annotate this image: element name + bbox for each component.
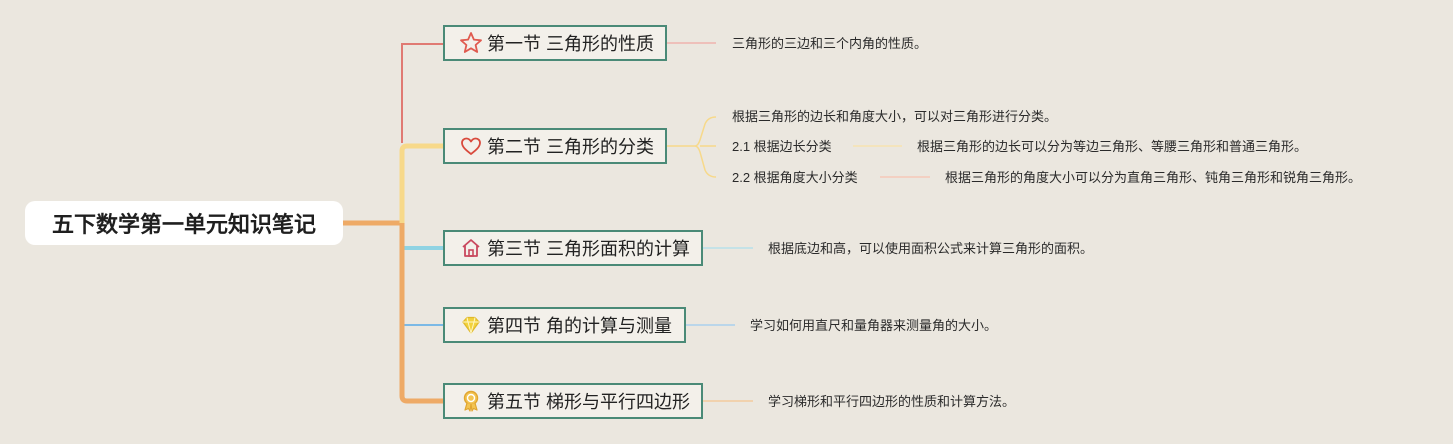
- topic-2-sub-1[interactable]: 2.1 根据边长分类: [732, 139, 832, 154]
- topic-5-label: 第五节 梯形与平行四边形: [487, 392, 690, 412]
- topic-2[interactable]: 第二节 三角形的分类: [443, 128, 667, 164]
- topic-3-note[interactable]: 根据底边和高，可以使用面积公式来计算三角形的面积。: [768, 241, 1094, 256]
- topic-1-note[interactable]: 三角形的三边和三个内角的性质。: [732, 36, 928, 51]
- topic-4-label: 第四节 角的计算与测量: [487, 316, 672, 336]
- topic-3-label: 第三节 三角形面积的计算: [487, 239, 690, 259]
- topic-1[interactable]: 第一节 三角形的性质: [443, 25, 667, 61]
- medal-icon: [459, 389, 483, 413]
- heart-icon: [459, 134, 483, 158]
- topic-5-note[interactable]: 学习梯形和平行四边形的性质和计算方法。: [768, 394, 1016, 409]
- star-icon: [459, 31, 483, 55]
- topic-2-sub-2[interactable]: 2.2 根据角度大小分类: [732, 170, 858, 185]
- home-icon: [459, 236, 483, 260]
- topic-5[interactable]: 第五节 梯形与平行四边形: [443, 383, 703, 419]
- topic-4-note[interactable]: 学习如何用直尺和量角器来测量角的大小。: [750, 318, 998, 333]
- topic-2-note[interactable]: 根据三角形的边长和角度大小，可以对三角形进行分类。: [732, 109, 1058, 124]
- topic-1-label: 第一节 三角形的性质: [487, 34, 655, 54]
- branch-line-1: [401, 43, 444, 143]
- topic-3[interactable]: 第三节 三角形面积的计算: [443, 230, 703, 266]
- topic-2-sub-2-detail[interactable]: 根据三角形的角度大小可以分为直角三角形、钝角三角形和锐角三角形。: [945, 170, 1362, 185]
- leaf-line-2: [667, 116, 717, 178]
- root-topic[interactable]: 五下数学第一单元知识笔记: [25, 201, 343, 245]
- topic-2-label: 第二节 三角形的分类: [487, 137, 655, 157]
- branch-line-2: [399, 143, 444, 223]
- branch-line-5: [399, 223, 444, 404]
- diamond-icon: [459, 313, 483, 337]
- topic-2-sub-1-detail[interactable]: 根据三角形的边长可以分为等边三角形、等腰三角形和普通三角形。: [917, 139, 1308, 154]
- topic-4[interactable]: 第四节 角的计算与测量: [443, 307, 686, 343]
